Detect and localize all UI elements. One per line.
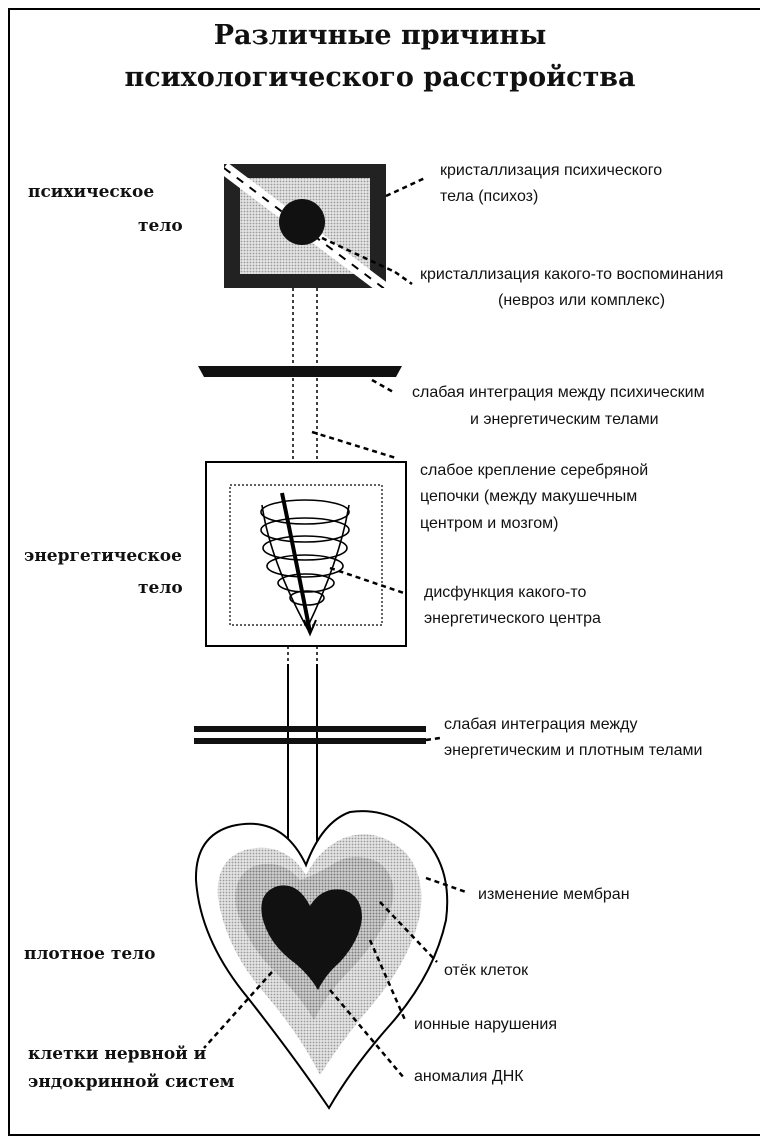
dense-body-label: плотное тело — [24, 944, 156, 964]
annotation-psychic-crystallization-2: тела (психоз) — [440, 188, 538, 206]
annotation-weak-integration-dense-1: слабая интеграция между — [444, 716, 637, 734]
annotation-dna-anomaly: аномалия ДНК — [414, 1068, 524, 1086]
annotation-memory-crystallization-1: кристаллизация какого-то воспоминания — [420, 266, 723, 284]
annotation-silver-cord-3: центром и мозгом) — [420, 515, 558, 533]
energetic-body-label-2: тело — [138, 578, 183, 598]
energetic-body-label-1: энергетическое — [24, 546, 182, 566]
integration-bar-psychic — [198, 366, 402, 377]
annotation-weak-integration-psychic-1: слабая интеграция между психическим — [412, 384, 705, 402]
psychic-body-label-1: психическое — [28, 182, 154, 202]
annotation-memory-crystallization-2: (невроз или комплекс) — [498, 292, 665, 310]
annotation-center-dysfunction-2: энергетического центра — [424, 610, 601, 628]
energetic-body-shape — [206, 462, 406, 646]
annotation-ion-disorders: ионные нарушения — [414, 1016, 557, 1034]
integration-bar-dense — [194, 726, 426, 744]
energetic-dense-connector — [288, 646, 317, 664]
annotation-psychic-crystallization-1: кристаллизация психического — [440, 162, 662, 180]
annotation-weak-integration-psychic-2: и энергетическим телами — [470, 411, 659, 429]
cells-label-1: клетки нервной и — [28, 1044, 206, 1064]
page-title-line1: Различные причины — [0, 20, 760, 51]
page-title-line2: психологического расстройства — [0, 62, 760, 93]
annotation-weak-integration-dense-2: энергетическим и плотным телами — [444, 742, 702, 760]
cells-label-2: эндокринной систем — [28, 1072, 234, 1092]
annotation-center-dysfunction-1: дисфункция какого-то — [424, 584, 586, 602]
annotation-silver-cord-1: слабое крепление серебряной — [420, 462, 648, 480]
annotation-cell-edema: отёк клеток — [444, 962, 528, 980]
psychic-body-label-2: тело — [138, 216, 183, 236]
annotation-silver-cord-2: цепочки (между макушечным — [420, 488, 637, 506]
psychic-body-shape — [224, 164, 386, 290]
annotation-membranes: изменение мембран — [478, 886, 630, 904]
energetic-dense-cord — [288, 664, 317, 842]
dense-body-heart — [196, 811, 447, 1108]
